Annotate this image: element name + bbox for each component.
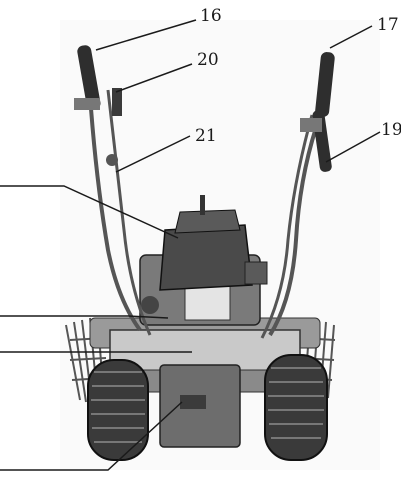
air-filter [244, 261, 268, 285]
fuel-tank-top [174, 209, 241, 234]
leader-20 [115, 63, 193, 93]
left-handle [88, 89, 152, 336]
callout-21: 21 [195, 126, 217, 146]
callout-19: 19 [381, 120, 401, 140]
leader-21 [115, 135, 191, 173]
left-grip-bracket [74, 98, 100, 110]
right-grip [315, 52, 335, 117]
left-grip [77, 45, 101, 110]
engine-left-fitting [141, 296, 159, 314]
callout-17: 17 [377, 15, 399, 35]
fuel-cap [200, 195, 205, 215]
callout-16: 16 [200, 6, 222, 26]
leader-engine [0, 185, 179, 239]
fuel-tank [159, 224, 253, 291]
leader-19 [325, 131, 381, 163]
throttle-control [112, 88, 122, 116]
left-wheel [87, 359, 149, 461]
left-handle-fitting [106, 154, 118, 166]
leader-brush-left [0, 315, 169, 319]
leader-gearbox [0, 401, 183, 471]
right-handle [260, 109, 324, 339]
leader-lines [0, 19, 381, 471]
right-wheel [264, 354, 328, 461]
leader-17 [329, 25, 373, 49]
right-handle-fitting [300, 118, 322, 132]
engine-cover [184, 284, 231, 321]
leader-16 [95, 19, 197, 51]
gearbox-label [180, 395, 206, 409]
callout-20: 20 [197, 50, 219, 70]
